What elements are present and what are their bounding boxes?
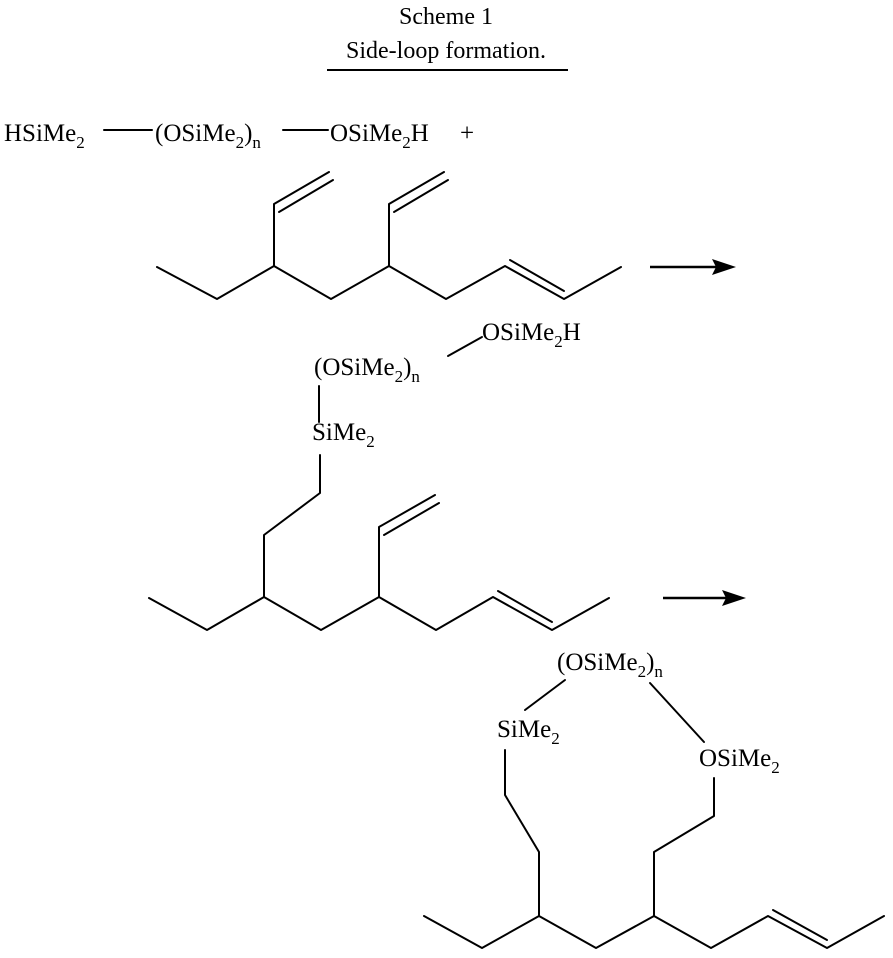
chain-end-bond bbox=[448, 337, 482, 356]
subscript: 2 bbox=[76, 133, 85, 152]
double-bond-inner bbox=[498, 591, 552, 622]
chain-close-text: ) bbox=[403, 354, 411, 381]
reactant-end-label: OSiMe2H bbox=[330, 120, 429, 152]
reaction-arrow-2 bbox=[663, 590, 746, 606]
loop-right-bond bbox=[650, 683, 704, 742]
scheme-subtitle: Side-loop formation. bbox=[346, 38, 546, 64]
intermediate-chain-label: (OSiMe2)n bbox=[314, 354, 420, 386]
reactant-triene bbox=[157, 172, 621, 299]
end-text: OSiMe bbox=[482, 319, 554, 346]
side-loop-product: (OSiMe2)n SiMe2 OSiMe2 bbox=[424, 649, 884, 948]
subscript: 2 bbox=[236, 133, 245, 152]
end-h-text: H bbox=[563, 319, 581, 346]
intermediate-product: OSiMe2H (OSiMe2)n SiMe2 bbox=[149, 319, 609, 630]
subscript: 2 bbox=[395, 367, 404, 386]
subscript-n: n bbox=[411, 367, 420, 386]
intermediate-si-label: SiMe2 bbox=[312, 419, 375, 451]
double-bond-inner bbox=[773, 910, 827, 940]
chain-text: (OSiMe bbox=[155, 120, 236, 147]
product-left-si-label: SiMe2 bbox=[497, 716, 560, 748]
end-text: OSiMe bbox=[330, 120, 402, 147]
subscript: 2 bbox=[771, 758, 780, 777]
loop-left-bond bbox=[525, 680, 565, 710]
chain-close-text: ) bbox=[646, 649, 654, 676]
si-text: OSiMe bbox=[699, 745, 771, 772]
chain-close-text: ) bbox=[244, 120, 252, 147]
subscript-n: n bbox=[252, 133, 261, 152]
reactant-left-text: HSiMe bbox=[4, 120, 76, 147]
product-right-si-label: OSiMe2 bbox=[699, 745, 780, 777]
reactant-chain-label: (OSiMe2)n bbox=[155, 120, 261, 152]
subscript: 2 bbox=[402, 133, 411, 152]
subscript: 2 bbox=[366, 432, 375, 451]
reactant-siloxane: HSiMe2 (OSiMe2)n OSiMe2H + bbox=[4, 120, 474, 152]
double-bond-inner bbox=[510, 260, 564, 291]
subscript: 2 bbox=[638, 662, 647, 681]
product-backbone bbox=[424, 916, 884, 948]
subscript-n: n bbox=[654, 662, 663, 681]
product-chain-label: (OSiMe2)n bbox=[557, 649, 663, 681]
ethylene-linker bbox=[264, 455, 320, 597]
scheme-title: Scheme 1 bbox=[399, 4, 493, 30]
right-ethylene-linker bbox=[654, 778, 714, 916]
chain-text: (OSiMe bbox=[557, 649, 638, 676]
reactant-hsime2-label: HSiMe2 bbox=[4, 120, 85, 152]
si-text: SiMe bbox=[312, 419, 366, 446]
chain-text: (OSiMe bbox=[314, 354, 395, 381]
si-text: SiMe bbox=[497, 716, 551, 743]
end-h-text: H bbox=[411, 120, 429, 147]
subscript: 2 bbox=[551, 729, 560, 748]
left-ethylene-linker bbox=[505, 750, 539, 916]
plus-sign: + bbox=[460, 120, 474, 147]
intermediate-backbone bbox=[149, 597, 609, 630]
intermediate-end-label: OSiMe2H bbox=[482, 319, 581, 351]
reaction-arrow-1 bbox=[650, 259, 736, 275]
triene-backbone bbox=[157, 266, 621, 299]
subscript: 2 bbox=[554, 332, 563, 351]
